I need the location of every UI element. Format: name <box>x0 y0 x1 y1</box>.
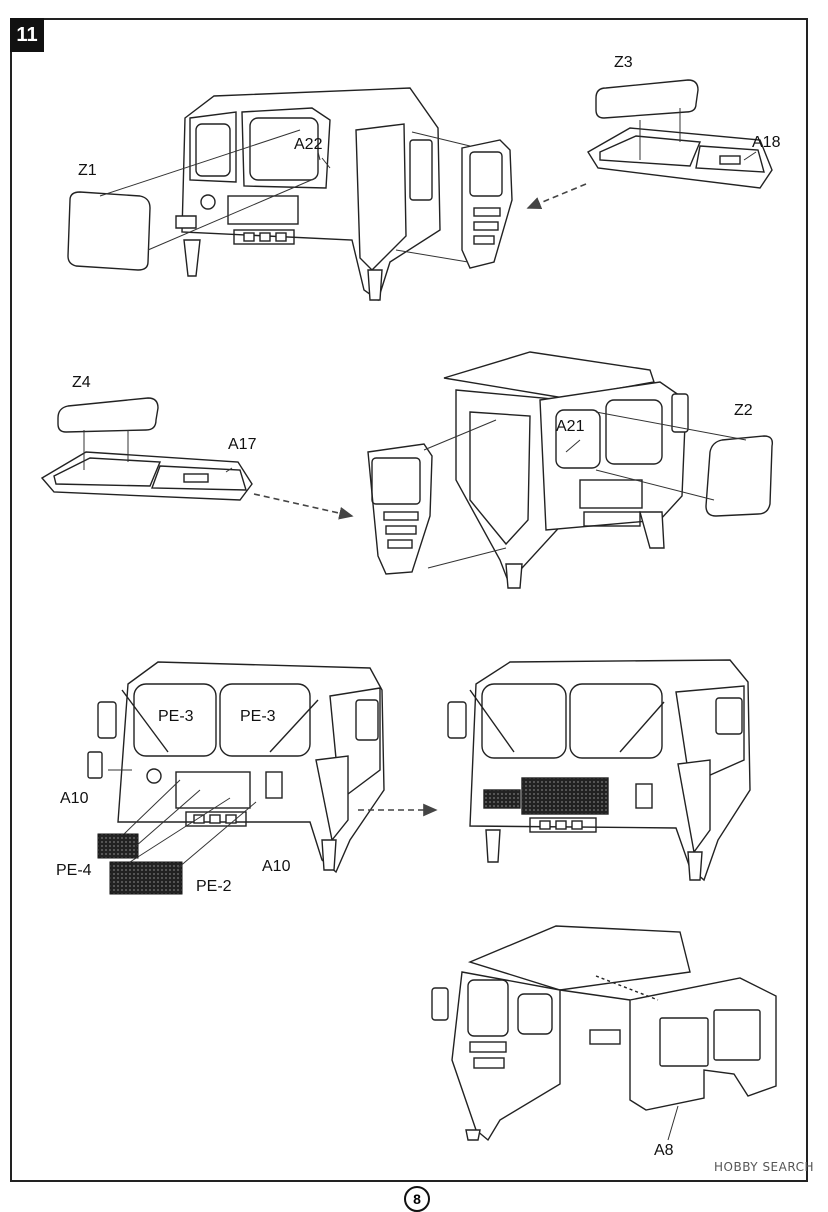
cab-front-view-2 <box>87 661 385 874</box>
window-z3 <box>595 79 699 119</box>
label-a10-bottom: A10 <box>262 858 291 875</box>
leader-a8 <box>667 1105 679 1141</box>
label-z2: Z2 <box>734 402 753 419</box>
label-a18: A18 <box>752 134 781 151</box>
label-a17: A17 <box>228 436 257 453</box>
page-number: 8 <box>404 1186 430 1212</box>
leader-lines-step3 <box>108 769 257 869</box>
roof-part-a17 <box>40 451 253 501</box>
leader-lines-step1 <box>99 108 757 263</box>
label-z4: Z4 <box>72 374 91 391</box>
roof-part-a18 <box>587 127 773 189</box>
label-a22: A22 <box>294 136 323 153</box>
window-z1 <box>67 191 151 271</box>
label-pe3-right: PE-3 <box>240 708 276 725</box>
cab-front-view-1 <box>175 87 441 302</box>
cab-rear-three-quarter-view <box>443 351 689 589</box>
label-a21: A21 <box>556 418 585 435</box>
leader-lines-step2 <box>83 411 747 569</box>
window-z4 <box>57 397 159 433</box>
sheet-frame <box>10 18 808 1182</box>
arrow-step2 <box>253 493 354 520</box>
grille-pe4 <box>97 833 139 859</box>
label-z3: Z3 <box>614 54 633 71</box>
grille-pe2 <box>109 861 183 895</box>
label-pe2: PE-2 <box>196 878 232 895</box>
label-pe3-left: PE-3 <box>158 708 194 725</box>
step-number-badge: 11 <box>10 18 44 52</box>
label-a8: A8 <box>654 1142 674 1159</box>
window-z2 <box>705 435 774 517</box>
label-pe4: PE-4 <box>56 862 92 879</box>
label-z1: Z1 <box>78 162 97 179</box>
cab-front-view-3-completed <box>447 659 751 882</box>
door-a22 <box>461 139 513 269</box>
watermark-text: HOBBY SEARCH <box>714 1160 814 1174</box>
label-a10-left: A10 <box>60 790 89 807</box>
cab-with-rear-wall-a8 <box>431 925 777 1142</box>
arrow-step1 <box>526 183 587 210</box>
door-a21 <box>367 443 433 575</box>
